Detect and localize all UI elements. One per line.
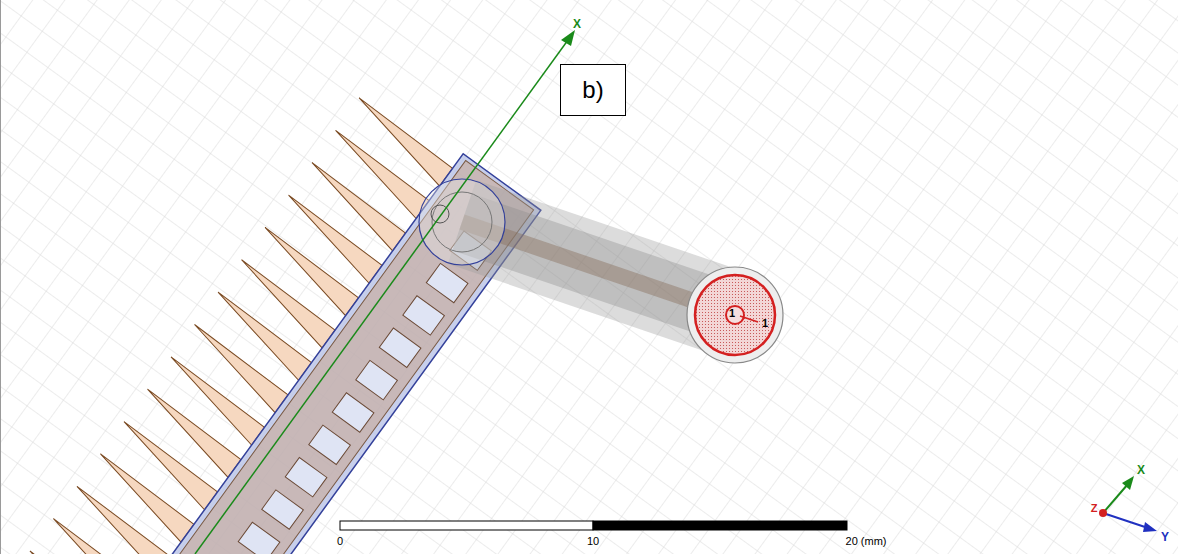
axis-triad [1099,476,1157,532]
scale-label: 0 [337,536,343,547]
scale-label: 10 [587,536,599,547]
triad-label: X [1137,464,1145,476]
port-number: 1 [762,318,768,329]
slots [144,231,491,554]
view-border [0,0,1,554]
antenna-array [0,85,541,554]
substrate [81,154,541,554]
figure-tag-box: b) [560,64,626,116]
x-axis [195,30,575,554]
scale-label: 20 (mm) [846,536,887,547]
axis-label: X [573,18,581,30]
wave-port [695,275,775,355]
feed-line [86,161,534,554]
coax-feed [419,179,783,363]
figure-tag: b) [582,76,603,104]
port-number: 1 [729,308,735,319]
triad-label: Y [1161,531,1169,543]
triad-label: Z [1091,503,1098,514]
scale-bar [340,521,847,530]
